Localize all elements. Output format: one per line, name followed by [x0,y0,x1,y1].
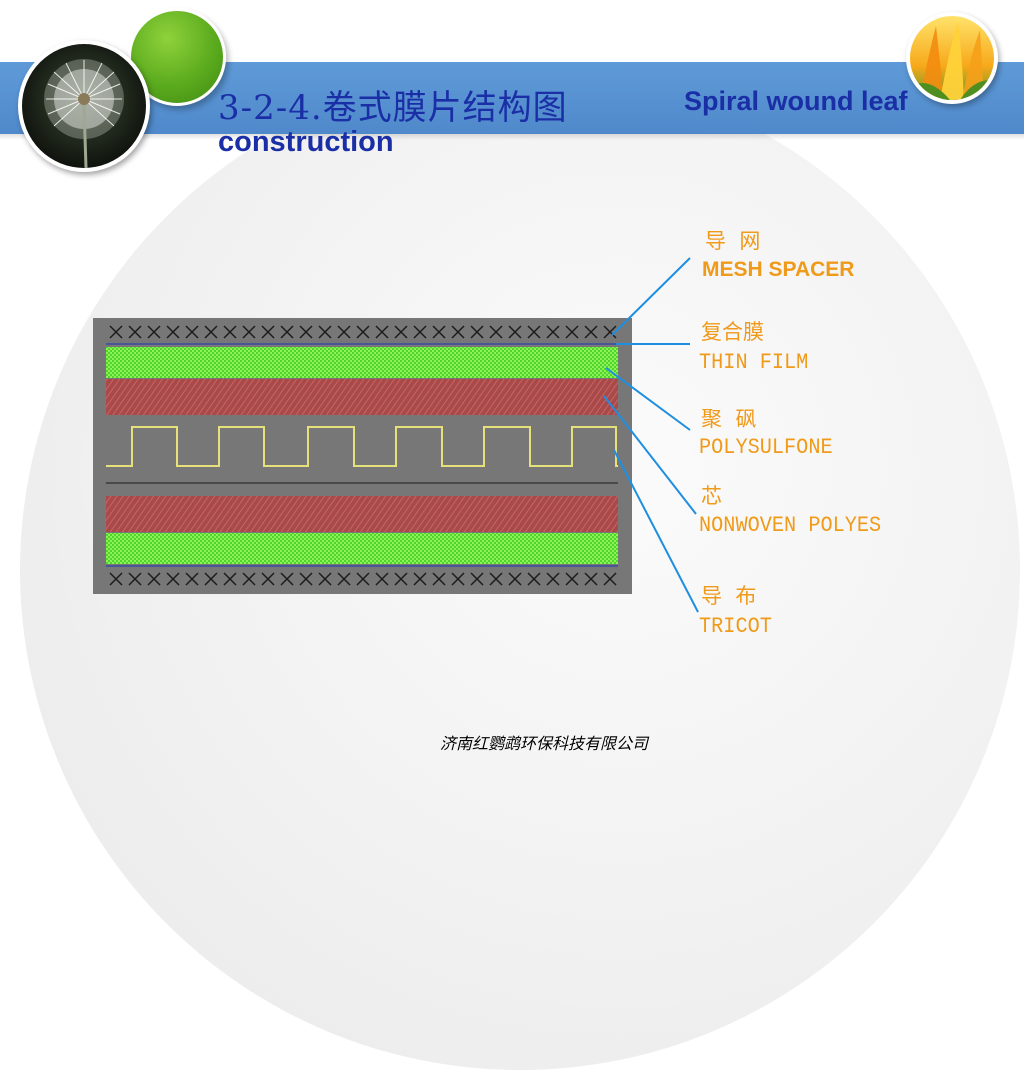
leader-line-tricot [613,449,699,613]
label-nonwoven-en: NONWOVEN POLYES [699,513,882,538]
leader-line-nonwoven [603,395,697,515]
tricot-layer [106,426,618,467]
mesh-spacer-top [109,325,617,339]
thin-film-layer-top [106,347,618,378]
label-mesh-spacer-cn: 导 网 [705,229,761,253]
green-sphere-icon [128,8,226,106]
polysulfone-layer-bottom [106,496,618,532]
label-nonwoven-cn: 芯 [701,484,722,508]
label-thin-film-en: THIN FILM [699,350,809,375]
label-thin-film-cn: 复合膜 [701,320,764,344]
label-polysulfone-en: POLYSULFONE [699,435,833,460]
title-band-shadow [0,134,1024,140]
title-english-line2: construction [218,126,394,158]
dandelion-photo-icon [18,40,150,172]
title-chinese: 3-2-4.卷式膜片结构图 [218,88,568,128]
label-tricot-cn: 导 布 [701,584,757,608]
flower-photo-icon [906,12,998,104]
thin-film-layer-bottom [106,533,618,564]
leader-line-polysulfone [605,367,691,431]
footer-company: 济南红鹦鹉环保科技有限公司 [440,734,649,753]
label-polysulfone-cn: 聚 砜 [701,407,757,431]
membrane-leaf-diagram [93,257,699,613]
leader-line-mesh-spacer [611,257,691,336]
mesh-spacer-bottom [109,572,617,586]
polysulfone-layer-top [106,379,618,415]
label-mesh-spacer-en: MESH SPACER [702,258,855,281]
title-english-line1: Spiral wound leaf [684,86,908,116]
label-tricot-en: TRICOT [699,614,772,639]
